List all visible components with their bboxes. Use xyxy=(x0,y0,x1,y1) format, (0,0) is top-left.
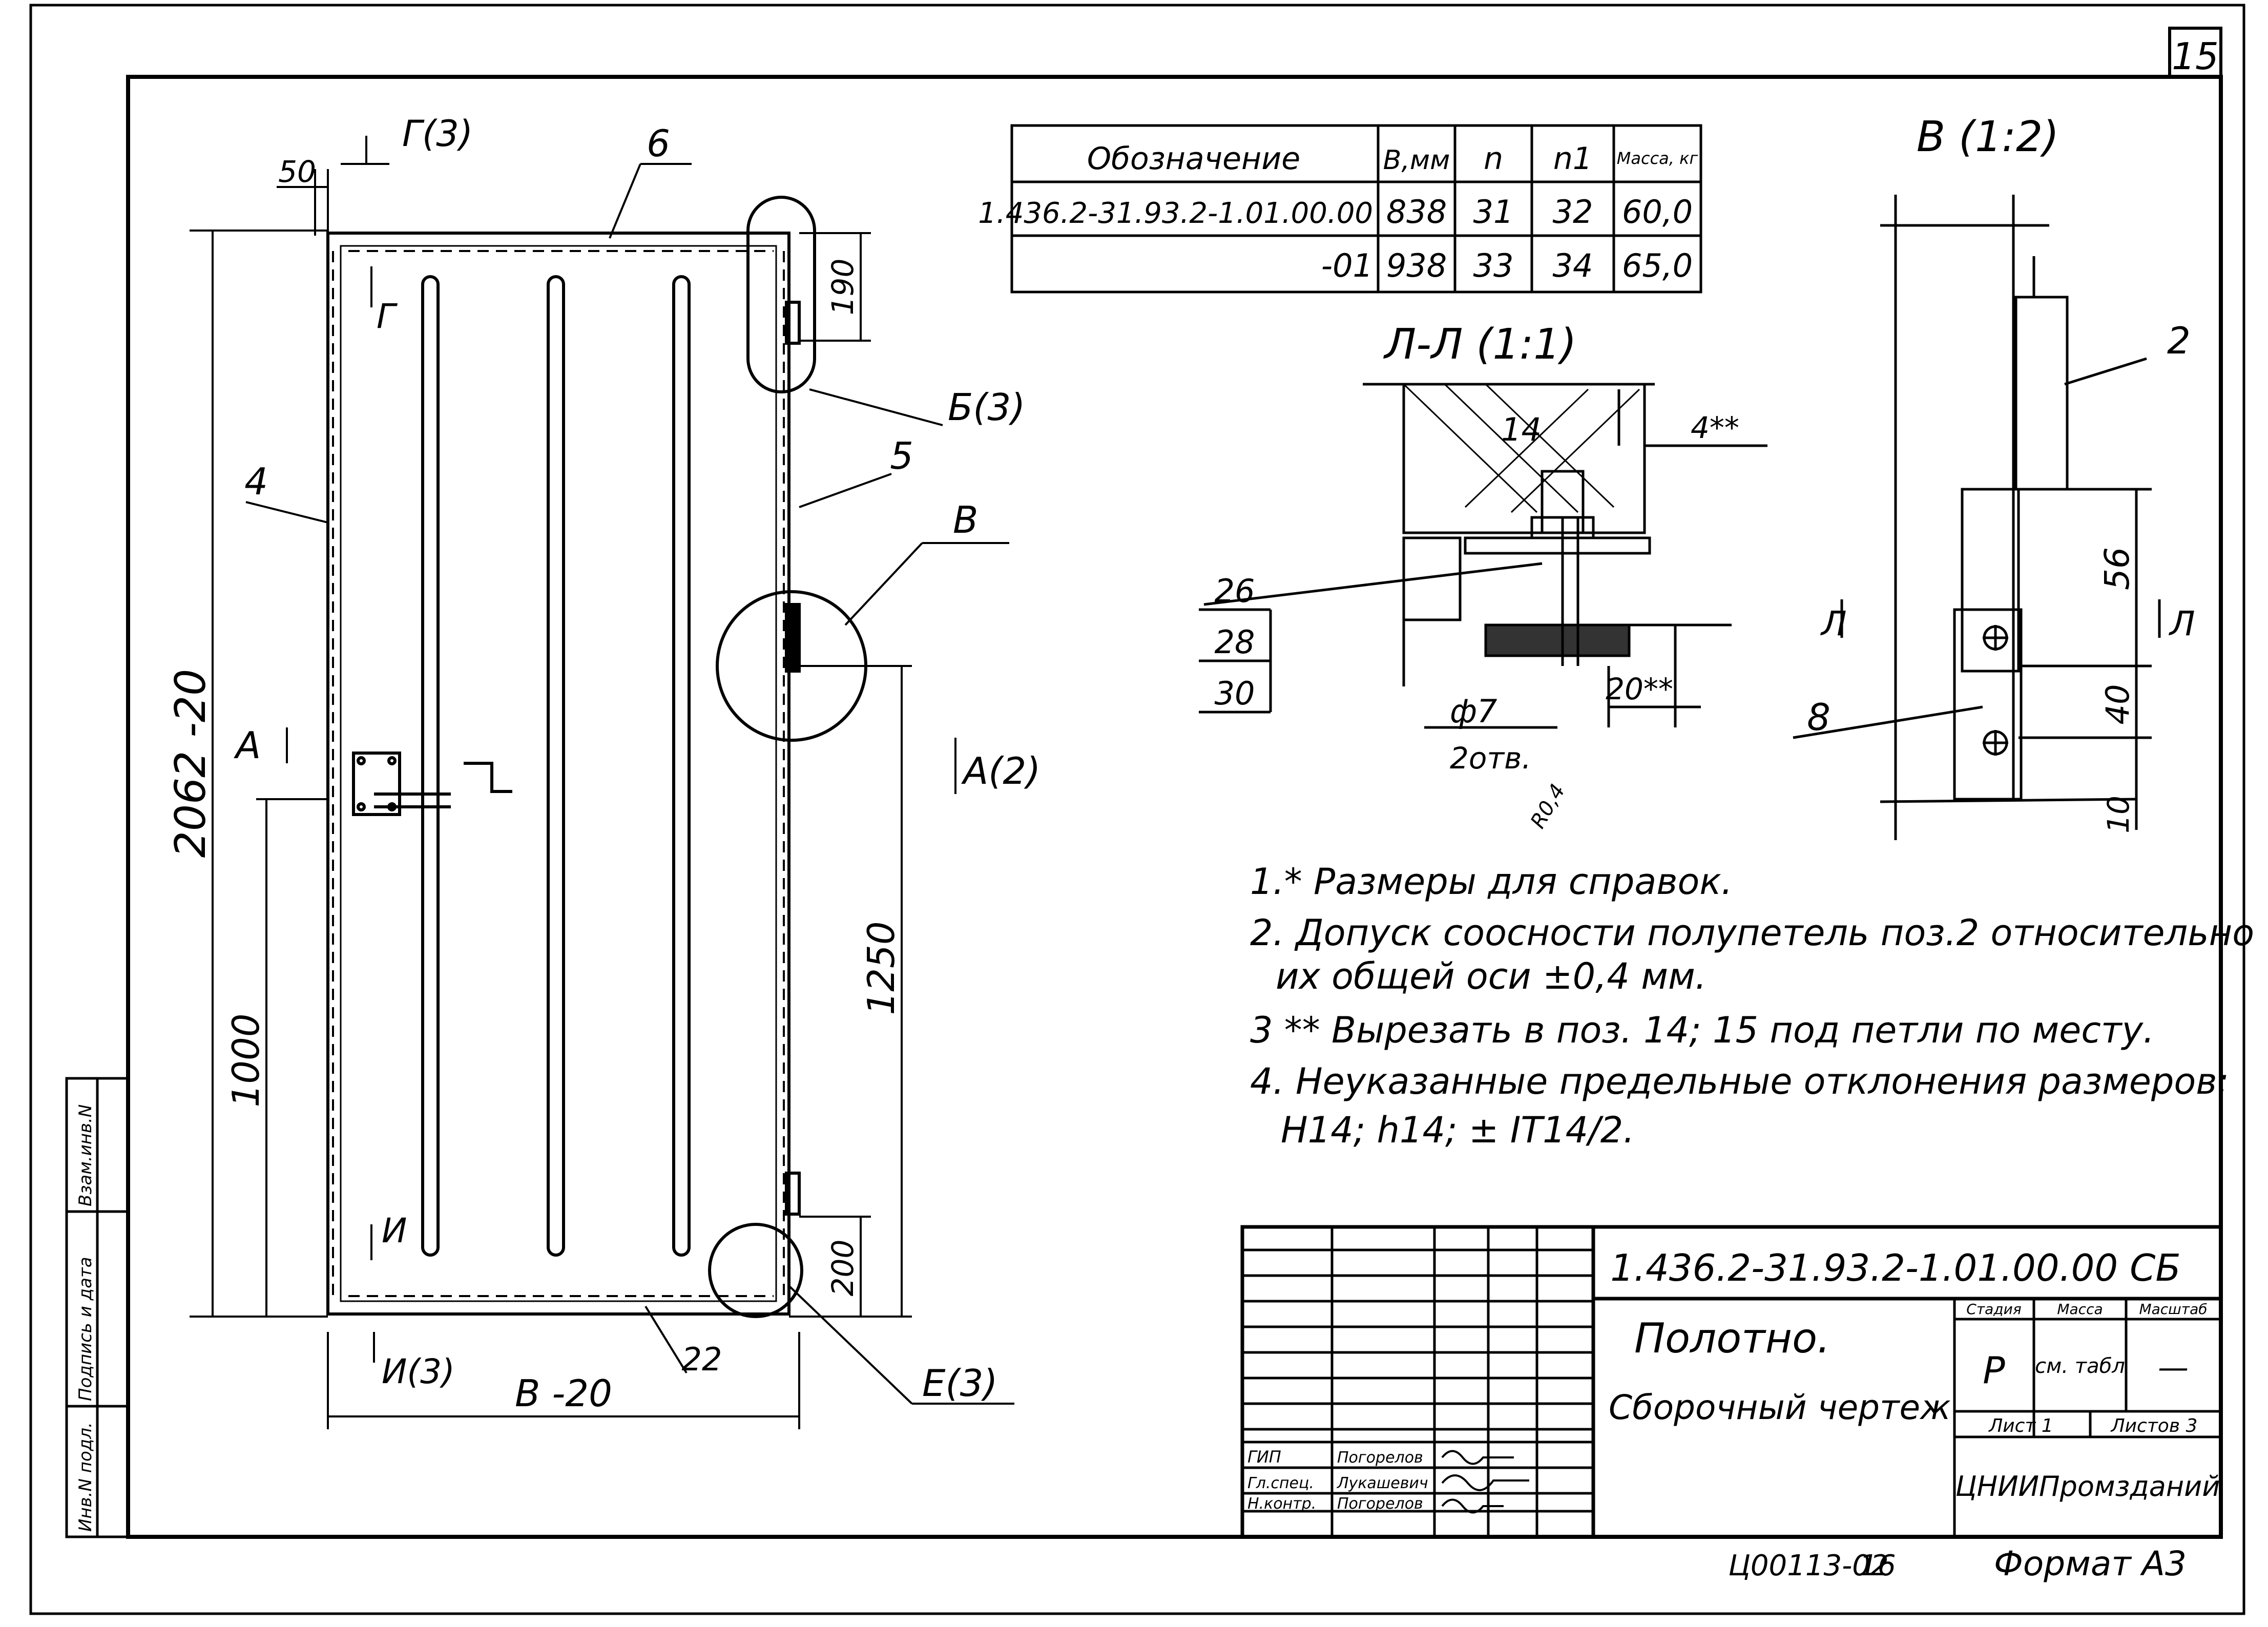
ll-pos-26: 26 xyxy=(1215,572,1255,610)
footer-page-ref: 16 xyxy=(1859,1549,1896,1582)
spec-table xyxy=(1010,124,1702,294)
note-4-cont: Н14; h14; ± IT14/2. xyxy=(1281,1109,1635,1151)
section-a-left: A xyxy=(234,724,261,767)
door-dimension-lines xyxy=(190,136,1014,1429)
spec-row2-width: 938 xyxy=(1386,247,1447,284)
section-ll-view xyxy=(1199,383,1767,729)
view-v-pos-2: 2 xyxy=(2167,319,2191,362)
spec-header-designation: Обозначение xyxy=(1087,141,1300,177)
ll-pos-14: 14 xyxy=(1501,411,1542,448)
pos-22: 22 xyxy=(682,1341,722,1378)
view-v-dim-40: 40 xyxy=(2099,684,2136,725)
note-2-cont: их общей оси ±0,4 мм. xyxy=(1276,955,1707,997)
role-chief-spec: Гл.спец. xyxy=(1247,1474,1314,1492)
section-a-right: А(2) xyxy=(961,749,1041,792)
side-stamp-sign-label: Подпись и дата xyxy=(75,1257,96,1401)
section-i-bottom: И(3) xyxy=(382,1352,455,1391)
document-name: Полотно. xyxy=(1634,1315,1830,1362)
name-gip: Погорелов xyxy=(1337,1449,1423,1467)
spec-row1-mass: 60,0 xyxy=(1622,193,1693,231)
mark-i: И xyxy=(382,1211,407,1250)
callout-e: Е(3) xyxy=(922,1362,997,1405)
ll-hole: ф7 xyxy=(1450,693,1497,730)
spec-row2-n1: 34 xyxy=(1553,247,1593,284)
role-norm-control: Н.контр. xyxy=(1247,1495,1316,1513)
section-g-top: Г(3) xyxy=(402,113,473,155)
dim-1000: 1000 xyxy=(224,1013,267,1107)
footer-code: Ц00113-02 xyxy=(1728,1549,1888,1582)
sheet-frame xyxy=(29,4,2245,1615)
pos-4: 4 xyxy=(244,460,268,503)
role-gip: ГИП xyxy=(1247,1447,1281,1467)
signature-marks xyxy=(1441,1450,1529,1514)
door-panel-view xyxy=(326,196,867,1318)
title-block-grid xyxy=(1240,1225,2223,1539)
view-v-pos-8: 8 xyxy=(1807,696,1830,739)
mark-g: Г xyxy=(377,297,398,336)
pos-6: 6 xyxy=(647,122,670,165)
dim-height: 2062 -20 xyxy=(167,669,215,858)
pos-5: 5 xyxy=(890,434,913,477)
spec-header-n: n xyxy=(1484,141,1503,177)
spec-header-mass: Масса, кг xyxy=(1617,149,1698,168)
spec-row2-mass: 65,0 xyxy=(1622,247,1693,284)
ll-dim-20: 20** xyxy=(1606,672,1673,706)
name-chief-spec: Лукашевич xyxy=(1337,1474,1428,1492)
document-type: Сборочный чертеж xyxy=(1609,1388,1951,1427)
note-2: 2. Допуск соосности полупетель поз.2 отн… xyxy=(1250,912,2254,954)
view-v-cut-l-right: Л xyxy=(2169,604,2195,643)
view-v-cut-l-left: Л xyxy=(1820,604,1847,643)
note-1: 1.* Размеры для справок. xyxy=(1250,861,1733,903)
note-4: 4. Неуказанные предельные отклонения раз… xyxy=(1250,1060,2229,1102)
mass-value: см. табл xyxy=(2035,1354,2125,1378)
spec-row2-designation: -01 xyxy=(1321,247,1373,284)
dim-190: 190 xyxy=(825,259,860,316)
dim-b-20: B -20 xyxy=(515,1372,612,1415)
ll-pos-30: 30 xyxy=(1215,675,1255,712)
scale-header: Масштаб xyxy=(2139,1301,2207,1318)
note-3: 3 ** Вырезать в поз. 14; 15 под петли по… xyxy=(1250,1009,2154,1051)
sheet-number: Лист 1 xyxy=(1988,1415,2053,1436)
spec-row1-designation: 1.436.2-31.93.2-1.01.00.00 xyxy=(978,197,1373,230)
callout-v: В xyxy=(953,498,978,541)
spec-header-n1: n1 xyxy=(1553,141,1592,177)
stage-value: Р xyxy=(1983,1349,2005,1392)
footer-format: Формат А3 xyxy=(1994,1544,2187,1583)
ll-radius: R0,4 xyxy=(1526,780,1570,832)
scale-value: — xyxy=(2158,1350,2189,1386)
side-stamp-replace-label: Взам.инв.N xyxy=(75,1104,96,1206)
page-number: 15 xyxy=(2172,35,2219,78)
view-v-dim-10: 10 xyxy=(2101,796,2136,833)
ll-dim-4: 4** xyxy=(1691,410,1739,445)
view-v-detail xyxy=(1793,195,2161,840)
spec-row2-n: 33 xyxy=(1473,247,1514,284)
general-notes: 1.* Размеры для справок. 2. Допуск соосн… xyxy=(1250,861,2254,1151)
dim-50: 50 xyxy=(278,154,316,189)
view-v-dim-56: 56 xyxy=(2097,547,2137,590)
dim-1250: 1250 xyxy=(860,921,903,1015)
view-v-title: В (1:2) xyxy=(1917,113,2059,161)
side-stamp xyxy=(65,1077,130,1538)
stage-header: Стадия xyxy=(1966,1301,2021,1318)
spec-header-width: В,мм xyxy=(1383,145,1450,176)
ll-hole-count: 2отв. xyxy=(1450,741,1531,776)
dim-200: 200 xyxy=(825,1240,860,1297)
organization: ЦНИИПромзданий xyxy=(1955,1470,2220,1503)
spec-row1-width: 838 xyxy=(1386,193,1447,231)
name-norm-control: Погорелов xyxy=(1337,1495,1423,1513)
spec-row1-n1: 32 xyxy=(1553,193,1593,231)
ll-pos-28: 28 xyxy=(1215,623,1255,661)
side-stamp-inv-label: Инв.N подл. xyxy=(75,1422,96,1532)
mass-header: Масса xyxy=(2057,1301,2103,1318)
spec-row1-n: 31 xyxy=(1473,193,1514,231)
callout-b: Б(3) xyxy=(948,386,1025,429)
section-ll-title: Л-Л (1:1) xyxy=(1383,320,1577,369)
document-designation: 1.436.2-31.93.2-1.01.00.00 СБ xyxy=(1610,1246,2180,1289)
sheet-count: Листов 3 xyxy=(2110,1415,2198,1436)
